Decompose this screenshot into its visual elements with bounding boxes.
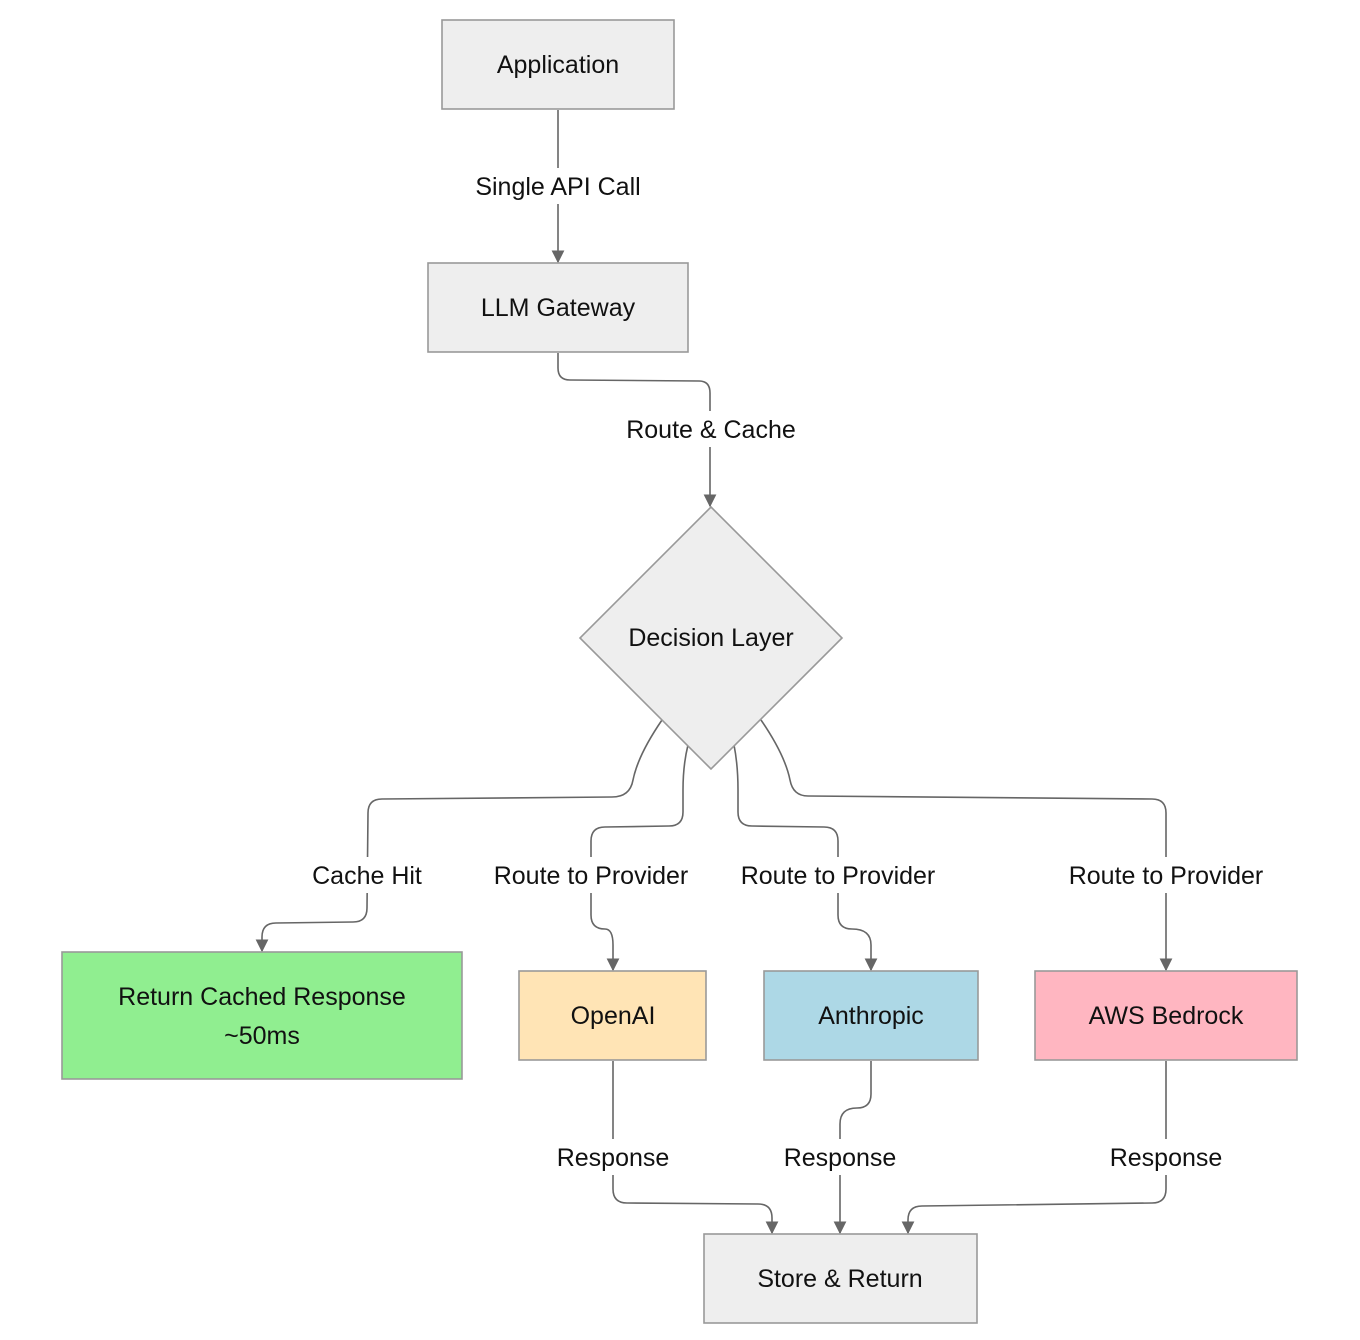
svg-text:Cache Hit: Cache Hit [312, 862, 422, 890]
edge-bedrock-to-store [901, 1061, 1167, 1235]
edge-label-route-to-bedrock: Route to Provider [1055, 857, 1277, 893]
node-aws-bedrock: AWS Bedrock [1034, 970, 1298, 1061]
node-application: Application [441, 19, 675, 110]
edge-decision-to-bedrock [760, 719, 1173, 972]
edge-label-cache-hit: Cache Hit [300, 857, 434, 893]
svg-text:Route & Cache: Route & Cache [626, 416, 796, 444]
edge-gateway-to-decision [557, 353, 717, 508]
node-store-and-return: Store & Return [703, 1233, 978, 1324]
node-anthropic-label: Anthropic [818, 1002, 924, 1030]
edge-labels: Single API Call Route & Cache Cache Hit … [300, 168, 1277, 1175]
edges [255, 110, 1173, 1235]
edge-label-route-to-openai: Route to Provider [480, 857, 702, 893]
edge-label-openai-response: Response [547, 1139, 679, 1175]
svg-text:Route to Provider: Route to Provider [1069, 862, 1264, 890]
node-anthropic: Anthropic [763, 970, 979, 1061]
nodes: Application LLM Gateway Decision Layer R… [61, 19, 1298, 1324]
node-decision-layer: Decision Layer [578, 505, 844, 771]
edge-openai-to-store [612, 1061, 779, 1235]
node-llm-gateway-label: LLM Gateway [481, 294, 636, 322]
edge-label-single-api-call: Single API Call [464, 168, 652, 204]
node-cached-label-line1: Return Cached Response [118, 983, 406, 1011]
node-openai-label: OpenAI [571, 1002, 656, 1030]
node-application-label: Application [497, 51, 619, 79]
node-openai: OpenAI [518, 970, 707, 1061]
edge-decision-to-openai [590, 744, 689, 972]
edge-decision-to-cached [255, 719, 663, 953]
edge-label-route-to-anthropic: Route to Provider [727, 857, 949, 893]
svg-text:Response: Response [1110, 1144, 1223, 1172]
svg-text:Response: Response [784, 1144, 897, 1172]
edge-label-route-and-cache: Route & Cache [614, 411, 808, 447]
svg-text:Response: Response [557, 1144, 670, 1172]
node-aws-bedrock-label: AWS Bedrock [1089, 1002, 1244, 1030]
edge-decision-to-anthropic [733, 744, 878, 972]
svg-text:Route to Provider: Route to Provider [741, 862, 936, 890]
node-llm-gateway: LLM Gateway [427, 262, 689, 353]
svg-text:Single API Call: Single API Call [475, 173, 640, 201]
node-cached-label-line2: ~50ms [224, 1022, 300, 1050]
edge-label-bedrock-response: Response [1100, 1139, 1232, 1175]
edge-anthropic-to-store [833, 1061, 872, 1235]
edge-label-anthropic-response: Response [774, 1139, 906, 1175]
node-decision-layer-label: Decision Layer [628, 624, 793, 652]
node-store-and-return-label: Store & Return [757, 1265, 922, 1293]
node-return-cached-response: Return Cached Response ~50ms [61, 951, 463, 1080]
svg-text:Route to Provider: Route to Provider [494, 862, 689, 890]
